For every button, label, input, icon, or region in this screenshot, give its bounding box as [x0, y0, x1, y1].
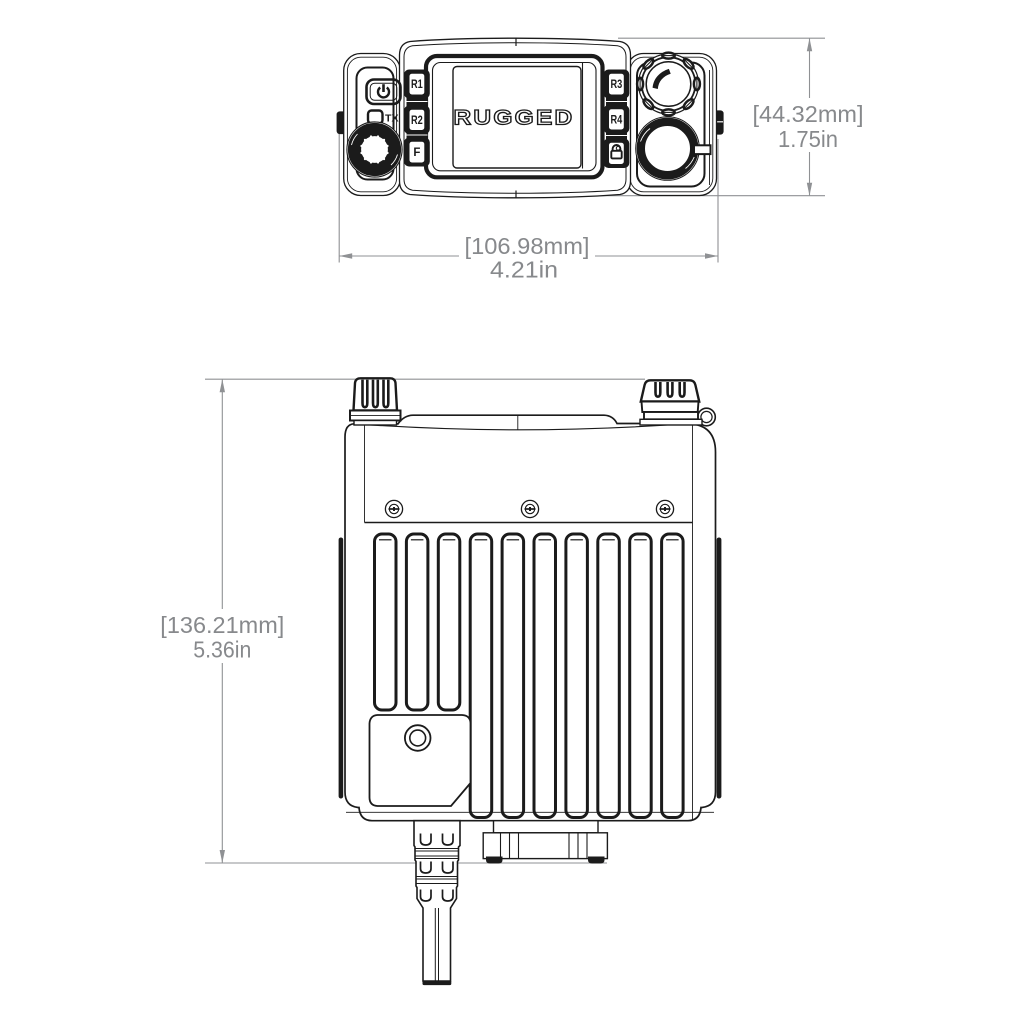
- svg-text:R2: R2: [411, 113, 423, 127]
- svg-text:TX: TX: [385, 112, 399, 124]
- svg-text:[106.98mm]: [106.98mm]: [465, 233, 590, 259]
- svg-text:F: F: [413, 145, 420, 159]
- svg-text:R4: R4: [611, 112, 623, 126]
- svg-text:[136.21mm]: [136.21mm]: [160, 612, 284, 638]
- svg-text:RUGGED: RUGGED: [454, 106, 575, 130]
- svg-text:[44.32mm]: [44.32mm]: [753, 101, 864, 127]
- svg-text:4.21in: 4.21in: [490, 257, 558, 283]
- svg-text:R3: R3: [611, 77, 623, 91]
- svg-text:5.36in: 5.36in: [193, 637, 251, 663]
- svg-text:R1: R1: [411, 77, 423, 91]
- svg-text:1.75in: 1.75in: [778, 126, 838, 152]
